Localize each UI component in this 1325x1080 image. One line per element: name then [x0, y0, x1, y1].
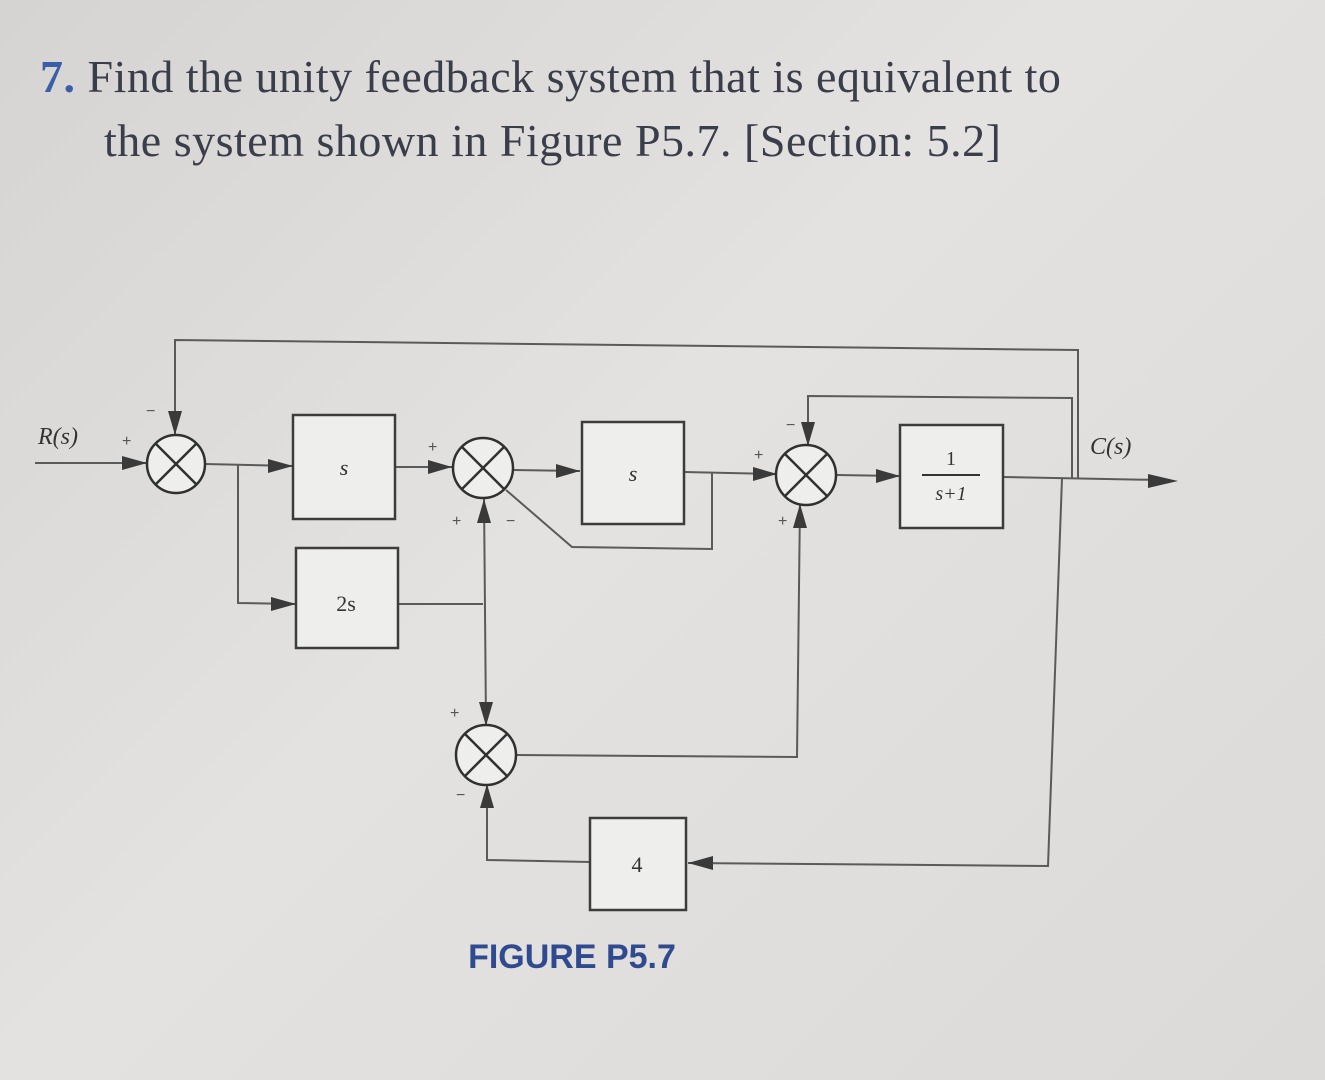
- block-s-middle-label: s: [629, 461, 638, 486]
- problem-text-line-1: Find the unity feedback system that is e…: [87, 51, 1062, 102]
- block-gain-4-label: 4: [632, 852, 643, 877]
- summing-junction-2: [451, 436, 515, 500]
- sign-sj4-bottom: −: [456, 787, 465, 804]
- sign-sj2-bottom: +: [452, 513, 461, 530]
- summing-junction-4: [454, 723, 518, 787]
- arrow-into-gain: [688, 856, 713, 870]
- wire-sj4-to-sj3: [516, 502, 801, 759]
- arrow-into-sj4-bottom: [480, 784, 494, 808]
- wire-inner-feedback: [505, 473, 713, 551]
- wire-vertical-sj2-sj4: [483, 496, 487, 725]
- arrow-into-s-middle: [556, 464, 580, 478]
- block-s-top: s: [291, 413, 397, 521]
- arrow-into-sj1-top: [168, 411, 182, 435]
- output-label: C(s): [1090, 434, 1131, 460]
- arrow-into-sj1: [122, 456, 147, 470]
- sign-sj4-top: +: [450, 705, 459, 722]
- arrow-into-plant: [876, 469, 900, 483]
- block-s-top-label: s: [340, 455, 349, 480]
- arrow-into-sj4-top: [479, 702, 493, 726]
- sign-sj2-left: +: [428, 439, 437, 456]
- wire-output-to-gain: [687, 477, 1063, 868]
- problem-number: 7.: [40, 51, 76, 102]
- wire-gain-to-sj4: [486, 786, 591, 863]
- arrow-into-sj2-left: [428, 460, 452, 474]
- arrow-into-sj3-top: [801, 422, 815, 446]
- block-2s-label: 2s: [336, 591, 356, 616]
- arrow-into-2s: [271, 597, 296, 611]
- arrow-into-sj3-bottom: [793, 504, 807, 528]
- plant-numerator: 1: [946, 448, 956, 470]
- problem-text-line-2: the system shown in Figure P5.7. [Sectio…: [104, 115, 1002, 166]
- summing-junction-3: [774, 443, 838, 507]
- block-plant: 1 s+1: [898, 423, 1005, 530]
- figure-caption: FIGURE P5.7: [468, 938, 676, 976]
- arrow-output: [1148, 474, 1178, 488]
- wire-feedback-to-sj3: [807, 394, 1073, 478]
- sign-sj3-left: +: [754, 447, 763, 464]
- sign-sj3-bottom: +: [778, 513, 787, 530]
- arrow-into-s-top: [268, 459, 293, 473]
- wire-branch-to-2s: [237, 465, 297, 605]
- arrow-into-sj3-left: [753, 467, 777, 481]
- wire-outer-feedback: [174, 338, 1079, 478]
- sign-sj1-feedback: −: [146, 403, 155, 420]
- arrow-into-sj2-bottom: [477, 499, 491, 523]
- plant-denominator: s+1: [935, 483, 966, 505]
- problem-statement-line-1: 7. Find the unity feedback system that i…: [40, 50, 1061, 103]
- problem-statement-line-2: the system shown in Figure P5.7. [Sectio…: [104, 114, 1001, 167]
- sign-sj3-top: −: [786, 417, 795, 434]
- sign-sj1-input: +: [122, 433, 131, 450]
- block-2s: 2s: [294, 546, 400, 650]
- sign-sj2-right: −: [506, 513, 515, 530]
- block-s-middle: s: [580, 420, 686, 526]
- wire-output: [1002, 476, 1161, 481]
- summing-junction-1: [145, 433, 207, 495]
- block-gain-4: 4: [588, 816, 688, 912]
- input-label: R(s): [37, 424, 78, 450]
